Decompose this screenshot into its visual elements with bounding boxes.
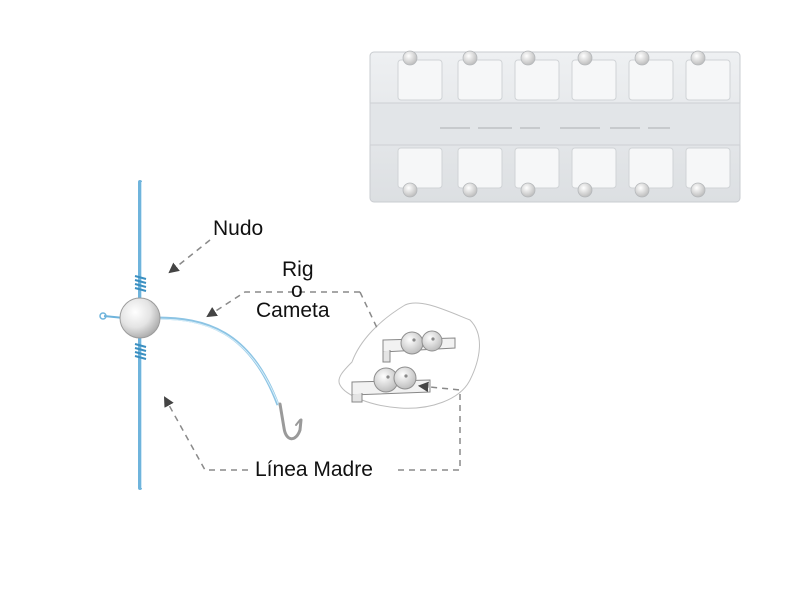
knot-wraps bbox=[134, 275, 147, 360]
bead bbox=[119, 297, 161, 339]
hook-leader bbox=[155, 316, 280, 407]
dashed-leaders bbox=[163, 239, 461, 471]
label-rig: Rig bbox=[282, 258, 314, 281]
label-knot: Nudo bbox=[213, 217, 264, 240]
rig-strip-photo bbox=[369, 50, 741, 203]
rig-closeup bbox=[338, 302, 480, 409]
hook-icon bbox=[278, 402, 303, 441]
label-cameta: Cameta bbox=[256, 299, 330, 322]
label-main-line: Línea Madre bbox=[255, 458, 373, 481]
label-rig-o: o bbox=[291, 279, 303, 302]
